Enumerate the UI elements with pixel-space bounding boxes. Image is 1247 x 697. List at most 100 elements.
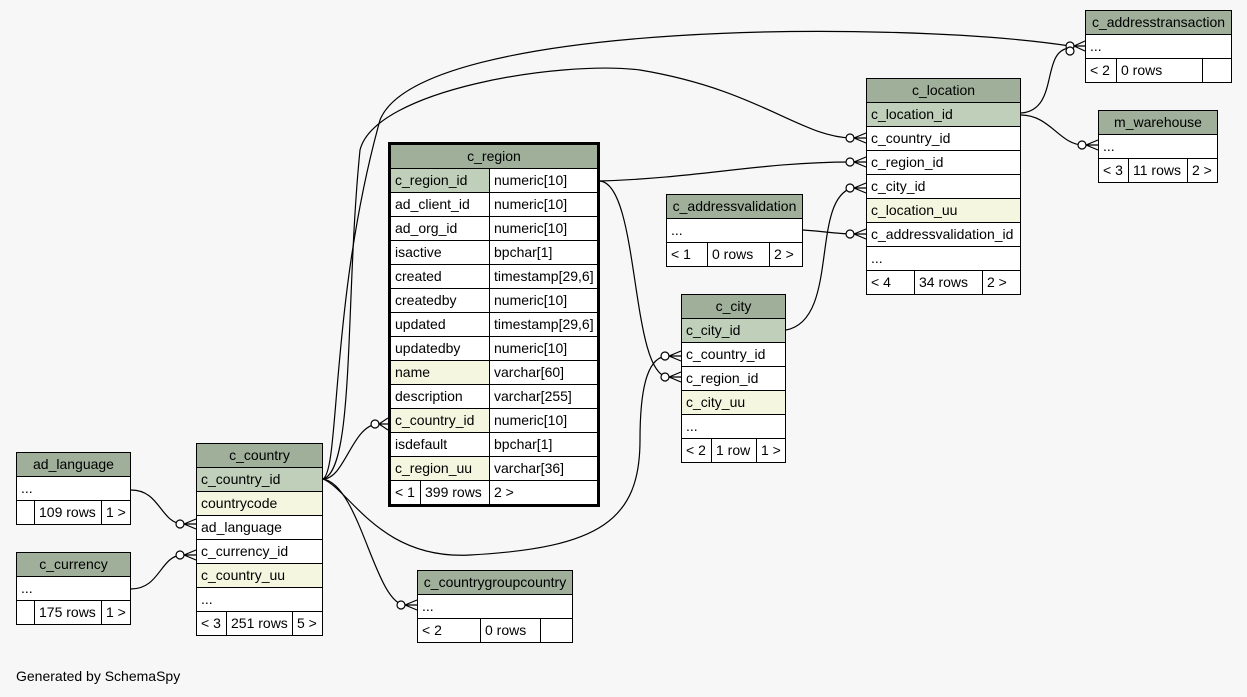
column-type: numeric[10] — [489, 193, 597, 216]
children-count — [540, 619, 572, 642]
column-name[interactable]: createdby — [395, 292, 457, 308]
children-count: 1 > — [101, 601, 130, 624]
column-c-country-uu[interactable]: c_country_uu — [201, 567, 286, 583]
column-c-addressvalidation-id[interactable]: c_addressvalidation_id — [871, 226, 1014, 242]
parents-count: < 2 — [422, 622, 442, 638]
row-count: 399 rows — [420, 481, 489, 504]
table-header[interactable]: c_location — [867, 79, 1020, 103]
column-c-city-id[interactable]: c_city_id — [686, 322, 741, 338]
column-ad-language[interactable]: ad_language — [201, 519, 282, 535]
column-ellipsis: ... — [201, 591, 213, 607]
children-count: 2 > — [1187, 159, 1217, 182]
column-type: bpchar[1] — [489, 433, 597, 456]
column-c-country-id[interactable]: c_country_id — [686, 346, 766, 362]
column-name[interactable]: ad_client_id — [395, 196, 470, 212]
table-header[interactable]: c_addressvalidation — [667, 195, 802, 219]
table-ad-language[interactable]: ad_language ... 109 rows 1 > — [16, 452, 131, 525]
row-count: 0 rows — [707, 243, 769, 266]
edge-validation-location — [802, 229, 853, 235]
column-name[interactable]: ad_org_id — [395, 220, 458, 236]
table-header[interactable]: c_addresstransaction — [1086, 11, 1231, 35]
column-c-location-id[interactable]: c_location_id — [871, 106, 953, 122]
table-c-currency[interactable]: c_currency ... 175 rows 1 > — [16, 552, 131, 625]
edge-location-warehouse — [1020, 114, 1084, 146]
row-count: 1 row — [711, 439, 756, 462]
table-header[interactable]: m_warehouse — [1099, 111, 1217, 135]
edge-currency-country — [130, 554, 183, 590]
edge-region-city — [599, 180, 669, 378]
children-count: 2 > — [489, 481, 597, 504]
children-count: 1 > — [756, 439, 785, 462]
column-name[interactable]: c_region_uu — [391, 457, 489, 480]
table-m-warehouse[interactable]: m_warehouse ... < 3 11 rows 2 > — [1098, 110, 1218, 183]
column-type: varchar[255] — [489, 385, 597, 408]
children-count — [1202, 59, 1231, 82]
table-c-location[interactable]: c_location c_location_id c_country_id c_… — [866, 78, 1021, 295]
table-header[interactable]: c_countrygroupcountry — [418, 571, 572, 595]
column-name[interactable]: updatedby — [395, 340, 461, 356]
table-header[interactable]: c_region — [391, 145, 597, 169]
column-type: numeric[10] — [489, 217, 597, 240]
table-header[interactable]: c_country — [197, 444, 322, 468]
column-ellipsis: ... — [21, 480, 33, 496]
column-c-city-id[interactable]: c_city_id — [871, 178, 926, 194]
column-name[interactable]: isdefault — [395, 436, 448, 452]
column-c-country-id[interactable]: c_country_id — [871, 130, 951, 146]
row-count: 11 rows — [1128, 159, 1187, 182]
parents-count: < 1 — [395, 484, 415, 500]
column-name[interactable]: created — [395, 268, 442, 284]
column-c-currency-id[interactable]: c_currency_id — [201, 543, 289, 559]
column-type: timestamp[29,6] — [489, 313, 597, 336]
parents-count: < 1 — [671, 246, 691, 262]
table-c-country[interactable]: c_country c_country_id countrycode ad_la… — [196, 443, 323, 636]
column-countrycode[interactable]: countrycode — [201, 495, 278, 511]
column-ellipsis: ... — [1090, 38, 1102, 54]
column-name[interactable]: updated — [395, 316, 446, 332]
column-type: numeric[10] — [489, 337, 597, 360]
table-c-addresstransaction[interactable]: c_addresstransaction ... < 2 0 rows — [1085, 10, 1232, 83]
column-c-location-uu[interactable]: c_location_uu — [871, 202, 958, 218]
column-type: numeric[10] — [489, 289, 597, 312]
row-count: 109 rows — [34, 501, 101, 524]
parents-count: < 2 — [686, 442, 706, 458]
edge-country-region — [322, 423, 379, 480]
children-count: 2 > — [769, 243, 802, 266]
column-type: varchar[60] — [489, 361, 597, 384]
column-c-region-id[interactable]: c_region_id — [871, 154, 944, 170]
parents-count: < 3 — [201, 615, 221, 631]
column-c-city-uu[interactable]: c_city_uu — [686, 394, 746, 410]
parents-count — [17, 501, 34, 524]
table-header[interactable]: c_city — [682, 295, 785, 319]
table-header[interactable]: c_currency — [17, 553, 130, 577]
table-header[interactable]: ad_language — [17, 453, 130, 477]
column-type: bpchar[1] — [489, 241, 597, 264]
column-type: timestamp[29,6] — [489, 265, 597, 288]
column-name[interactable]: description — [395, 388, 463, 404]
column-name[interactable]: name — [391, 361, 489, 384]
table-c-city[interactable]: c_city c_city_id c_country_id c_region_i… — [681, 294, 786, 463]
column-name[interactable]: c_country_id — [391, 409, 489, 432]
parents-count — [17, 601, 34, 624]
row-count: 175 rows — [34, 601, 101, 624]
edge-language-country — [130, 489, 183, 525]
parents-count: < 2 — [1090, 62, 1110, 78]
row-count: 34 rows — [914, 271, 982, 294]
column-ellipsis: ... — [422, 598, 434, 614]
parents-count: < 3 — [1103, 162, 1123, 178]
column-type: numeric[10] — [489, 409, 597, 432]
children-count: 1 > — [101, 501, 130, 524]
edge-region-location — [599, 161, 853, 182]
table-c-addressvalidation[interactable]: c_addressvalidation ... < 1 0 rows 2 > — [666, 194, 803, 267]
table-c-countrygroupcountry[interactable]: c_countrygroupcountry ... < 2 0 rows — [417, 570, 573, 643]
table-c-region[interactable]: c_region c_region_id numeric[10] ad_clien… — [388, 142, 600, 507]
column-name[interactable]: isactive — [395, 244, 442, 260]
row-count: 0 rows — [1116, 59, 1202, 82]
column-ellipsis: ... — [671, 222, 683, 238]
generated-by-note: Generated by SchemaSpy — [16, 668, 181, 684]
column-type: varchar[36] — [489, 457, 597, 480]
edge-location-addresstransaction — [1020, 47, 1071, 114]
column-c-country-id[interactable]: c_country_id — [201, 471, 281, 487]
column-name[interactable]: c_region_id — [395, 172, 468, 188]
column-c-region-id[interactable]: c_region_id — [686, 370, 759, 386]
